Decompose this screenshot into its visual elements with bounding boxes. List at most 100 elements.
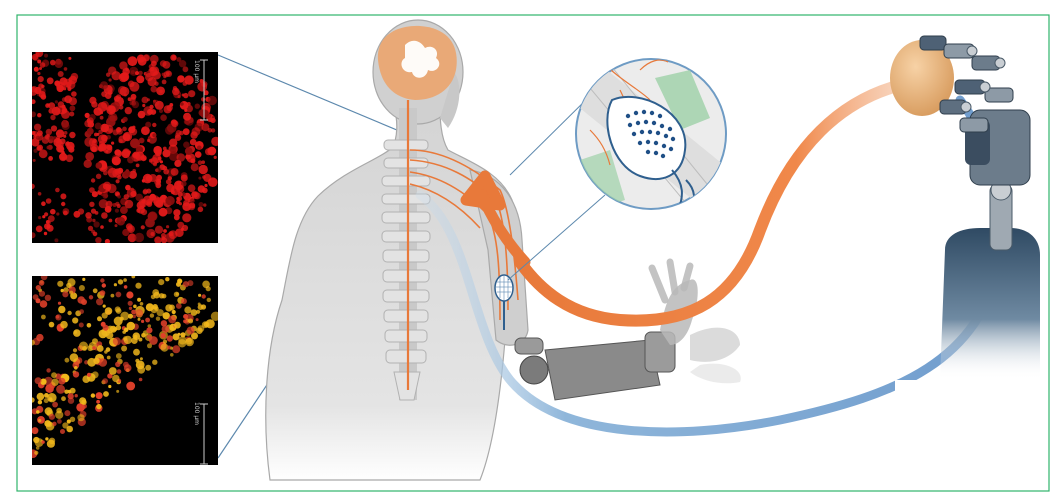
nerve-fiber (184, 109, 187, 112)
scale-bar (200, 404, 208, 464)
nerve-fiber (105, 206, 112, 213)
nerve-fiber (37, 130, 43, 136)
nerve-fiber (207, 298, 211, 302)
nerve-fiber (103, 185, 107, 189)
nerve-fiber (34, 67, 39, 72)
nerve-fiber (65, 358, 70, 363)
nerve-fiber (88, 226, 93, 231)
nerve-fiber (75, 394, 78, 397)
nerve-fiber (97, 316, 102, 321)
nerve-fiber (136, 75, 144, 83)
nerve-fiber (164, 105, 172, 113)
nerve-fiber (69, 291, 73, 295)
nerve-fiber (46, 129, 52, 135)
nerve-fiber (109, 219, 113, 223)
nerve-fiber (93, 288, 98, 293)
nerve-fiber (102, 378, 108, 384)
nerve-fiber (129, 82, 139, 92)
nerve-fiber (161, 320, 167, 326)
nerve-fiber (214, 156, 217, 159)
nerve-fiber (127, 156, 134, 163)
nerve-fiber (48, 156, 53, 161)
nerve-fiber (159, 90, 162, 93)
nerve-fiber (44, 393, 49, 398)
nerve-fiber (36, 285, 41, 290)
nerve-fiber (182, 202, 191, 211)
nerve-fiber (55, 100, 58, 103)
nerve-fiber (152, 133, 156, 137)
nerve-fiber (49, 414, 55, 420)
nerve-fiber (179, 60, 186, 67)
nerve-fiber (175, 228, 184, 237)
nerve-fiber (117, 195, 121, 199)
nerve-fiber (89, 114, 95, 120)
nerve-fiber (149, 174, 157, 182)
nerve-fiber (161, 236, 165, 240)
nerve-fiber (103, 391, 109, 397)
nerve-fiber (178, 339, 186, 347)
nerve-fiber (64, 131, 68, 135)
nerve-fiber (38, 192, 42, 196)
nerve-fiber (177, 196, 182, 201)
nerve-fiber (149, 105, 153, 109)
nerve-fiber (87, 323, 92, 328)
nerve-fiber (122, 150, 131, 159)
scale-label-bottom: 100 µm (193, 402, 200, 425)
nerve-fiber (118, 279, 123, 284)
nerve-fiber (46, 134, 49, 137)
nerve-fiber (116, 179, 120, 183)
nerve-fiber (132, 101, 139, 108)
nerve-fiber (153, 304, 158, 309)
nerve-fiber (68, 393, 74, 399)
nerve-fiber (104, 125, 113, 134)
nerve-fiber (164, 71, 170, 77)
nerve-fiber (96, 392, 103, 399)
nerve-fiber (176, 282, 181, 287)
nerve-fiber (151, 232, 155, 236)
nerve-fiber (198, 160, 203, 165)
nerve-fiber (182, 94, 185, 97)
nerve-fiber (52, 402, 58, 408)
nerve-fiber (133, 305, 137, 309)
nerve-fiber (116, 390, 119, 393)
nerve-fiber (162, 80, 167, 85)
nerve-fiber (177, 153, 186, 162)
nerve-fiber (126, 291, 133, 298)
nerve-fiber (196, 310, 200, 314)
nerve-fiber (96, 298, 103, 305)
nerve-fiber (190, 198, 195, 203)
nerve-fiber (198, 207, 204, 213)
nerve-fiber (61, 289, 64, 292)
nerve-fiber (175, 135, 181, 141)
nerve-fiber (142, 104, 145, 107)
nerve-fiber (97, 345, 104, 352)
electrode-inset (570, 40, 730, 230)
nerve-fiber (93, 358, 99, 364)
nerve-fiber (147, 335, 151, 339)
nerve-fiber (38, 76, 44, 82)
nerve-fiber (60, 429, 65, 434)
nerve-fiber (50, 60, 56, 66)
nerve-fiber (165, 196, 174, 205)
nerve-fiber (89, 97, 96, 104)
nerve-fiber (161, 333, 166, 338)
nerve-fiber (85, 113, 90, 118)
nerve-fiber (171, 190, 175, 194)
nerve-fiber (48, 102, 55, 109)
nerve-fiber (40, 62, 46, 68)
nerve-fiber (63, 120, 66, 123)
nerve-fiber (138, 71, 142, 75)
nerve-fiber (185, 154, 190, 159)
nerve-fiber (36, 226, 43, 233)
nerve-fiber (39, 291, 45, 297)
nerve-fiber (116, 127, 122, 133)
nerve-fiber (46, 220, 50, 224)
nerve-fiber (73, 329, 81, 337)
nerve-fiber (109, 78, 112, 81)
nerve-fiber (106, 73, 110, 77)
nerve-fiber (198, 303, 201, 306)
nerve-fiber (36, 334, 43, 341)
nerve-fiber (81, 299, 87, 305)
nerve-fiber (92, 219, 95, 222)
nerve-fiber (50, 209, 56, 215)
